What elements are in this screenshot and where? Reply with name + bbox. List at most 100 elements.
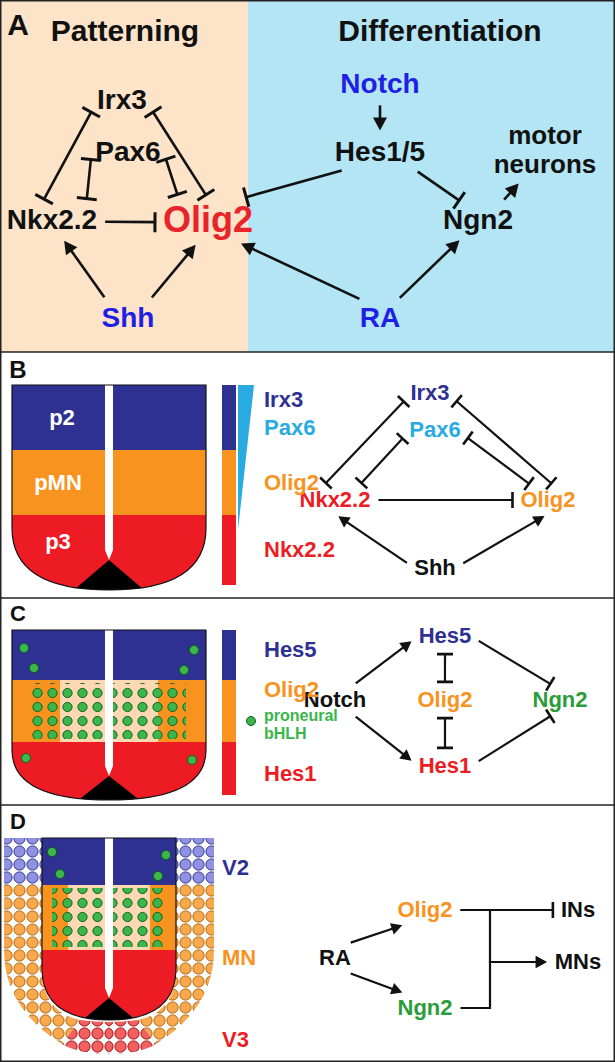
floor-plate (72, 776, 146, 805)
arrow-head (182, 245, 196, 259)
inhibition-bar (77, 198, 97, 200)
legend-swatch (222, 515, 236, 585)
arrow-head (536, 956, 547, 968)
arrow-head (373, 118, 387, 131)
inhibition-bar (197, 189, 214, 200)
node-text: RA (360, 303, 400, 334)
gene-node: p2 (45, 404, 79, 432)
tube-outline (12, 630, 206, 800)
panel-heading: Differentiation (338, 14, 541, 47)
node-text: Shh (414, 556, 456, 580)
gene-node: Ngn2 (529, 686, 592, 714)
connector-line (166, 159, 177, 194)
gene-node: RA (315, 944, 355, 972)
lumen (105, 385, 113, 560)
legend-label: Pax6 (264, 416, 315, 440)
tube-outline (42, 838, 176, 1020)
connector (418, 172, 465, 209)
gene-node: Ngn2 (394, 994, 457, 1022)
green-cell (189, 645, 198, 654)
connector-line (479, 716, 551, 761)
connector-line (153, 112, 206, 195)
node-text: p2 (49, 406, 75, 430)
legend-label: proneural bHLH (264, 707, 364, 742)
node-text: Irx3 (410, 381, 449, 405)
neural-tube (12, 385, 206, 595)
connector-line (246, 170, 342, 197)
panel-letter: B (9, 357, 26, 383)
lumen (105, 630, 113, 776)
connector (461, 910, 547, 968)
node-text: Olig2 (397, 898, 452, 922)
inhibition-bar (552, 902, 555, 918)
node-text: Shh (102, 303, 155, 334)
connector (35, 107, 100, 203)
arrow-head (64, 241, 77, 256)
gene-node: Irx3 (93, 83, 151, 118)
connector-line (457, 401, 552, 483)
arrow-head (390, 983, 402, 994)
node-text: motor neurons (490, 121, 600, 178)
node-text: pMN (34, 471, 82, 495)
connector-line (44, 112, 91, 199)
gene-node: Notch (336, 67, 423, 102)
inhibition-bar (153, 212, 156, 232)
connector (437, 654, 453, 682)
inhibition-bar (437, 653, 453, 656)
connector (400, 240, 460, 298)
neural-tube (12, 630, 206, 805)
green-cell (19, 643, 28, 652)
gene-node: Pax6 (405, 416, 464, 444)
arrow-head (399, 641, 411, 652)
panel-divider (0, 597, 615, 599)
green-cell (55, 869, 64, 878)
node-text: Irx3 (97, 85, 147, 116)
gene-node: INs (557, 896, 599, 924)
connector-line (105, 220, 155, 223)
connector (463, 432, 534, 490)
differentiation-ground (248, 0, 615, 352)
gene-node: Nkx2.2 (3, 203, 101, 238)
green-cell (187, 755, 196, 764)
cell-type-label: V2 (222, 856, 249, 880)
connector-line (356, 647, 405, 684)
panel-heading: Patterning (51, 14, 199, 47)
connector-line (479, 641, 551, 684)
connector-line (418, 172, 459, 201)
legend-label: Hes5 (264, 638, 317, 662)
connector (437, 718, 453, 748)
inhibition-bar (320, 477, 332, 488)
connector (461, 956, 547, 1008)
connector-line (71, 250, 105, 298)
connector-line (444, 718, 446, 748)
node-text: Pax6 (95, 137, 160, 168)
panel-divider (0, 351, 615, 353)
node-text: Olig2 (520, 488, 575, 512)
panel-letter: A (7, 8, 29, 41)
connector (463, 516, 544, 563)
cell-type-label: MN (222, 946, 256, 970)
green-cell (21, 753, 30, 762)
panel-letter: C (10, 602, 26, 626)
arrow-head (241, 243, 256, 256)
gene-node: Olig2 (159, 198, 257, 242)
legend-label: Olig2 (264, 471, 319, 495)
connector (351, 923, 403, 942)
connector-line (361, 439, 402, 483)
gene-node: Olig2 (393, 896, 456, 924)
arrow-head (532, 516, 545, 527)
node-text: Pax6 (409, 418, 460, 442)
legend-label: Olig2 (264, 678, 319, 702)
legend-label: Hes1 (264, 762, 317, 786)
panel-letter: D (10, 810, 26, 834)
connector-line (444, 654, 446, 682)
gene-node: Olig2 (516, 486, 579, 514)
connector-line (400, 248, 452, 298)
arrow-head (505, 184, 519, 198)
gene-node: p3 (41, 528, 75, 556)
green-cell (47, 847, 56, 856)
legend-swatch (246, 716, 256, 726)
gene-node: motor neurons (486, 119, 604, 180)
node-text: Nkx2.2 (7, 205, 97, 236)
legend-label: Irx3 (264, 388, 303, 412)
